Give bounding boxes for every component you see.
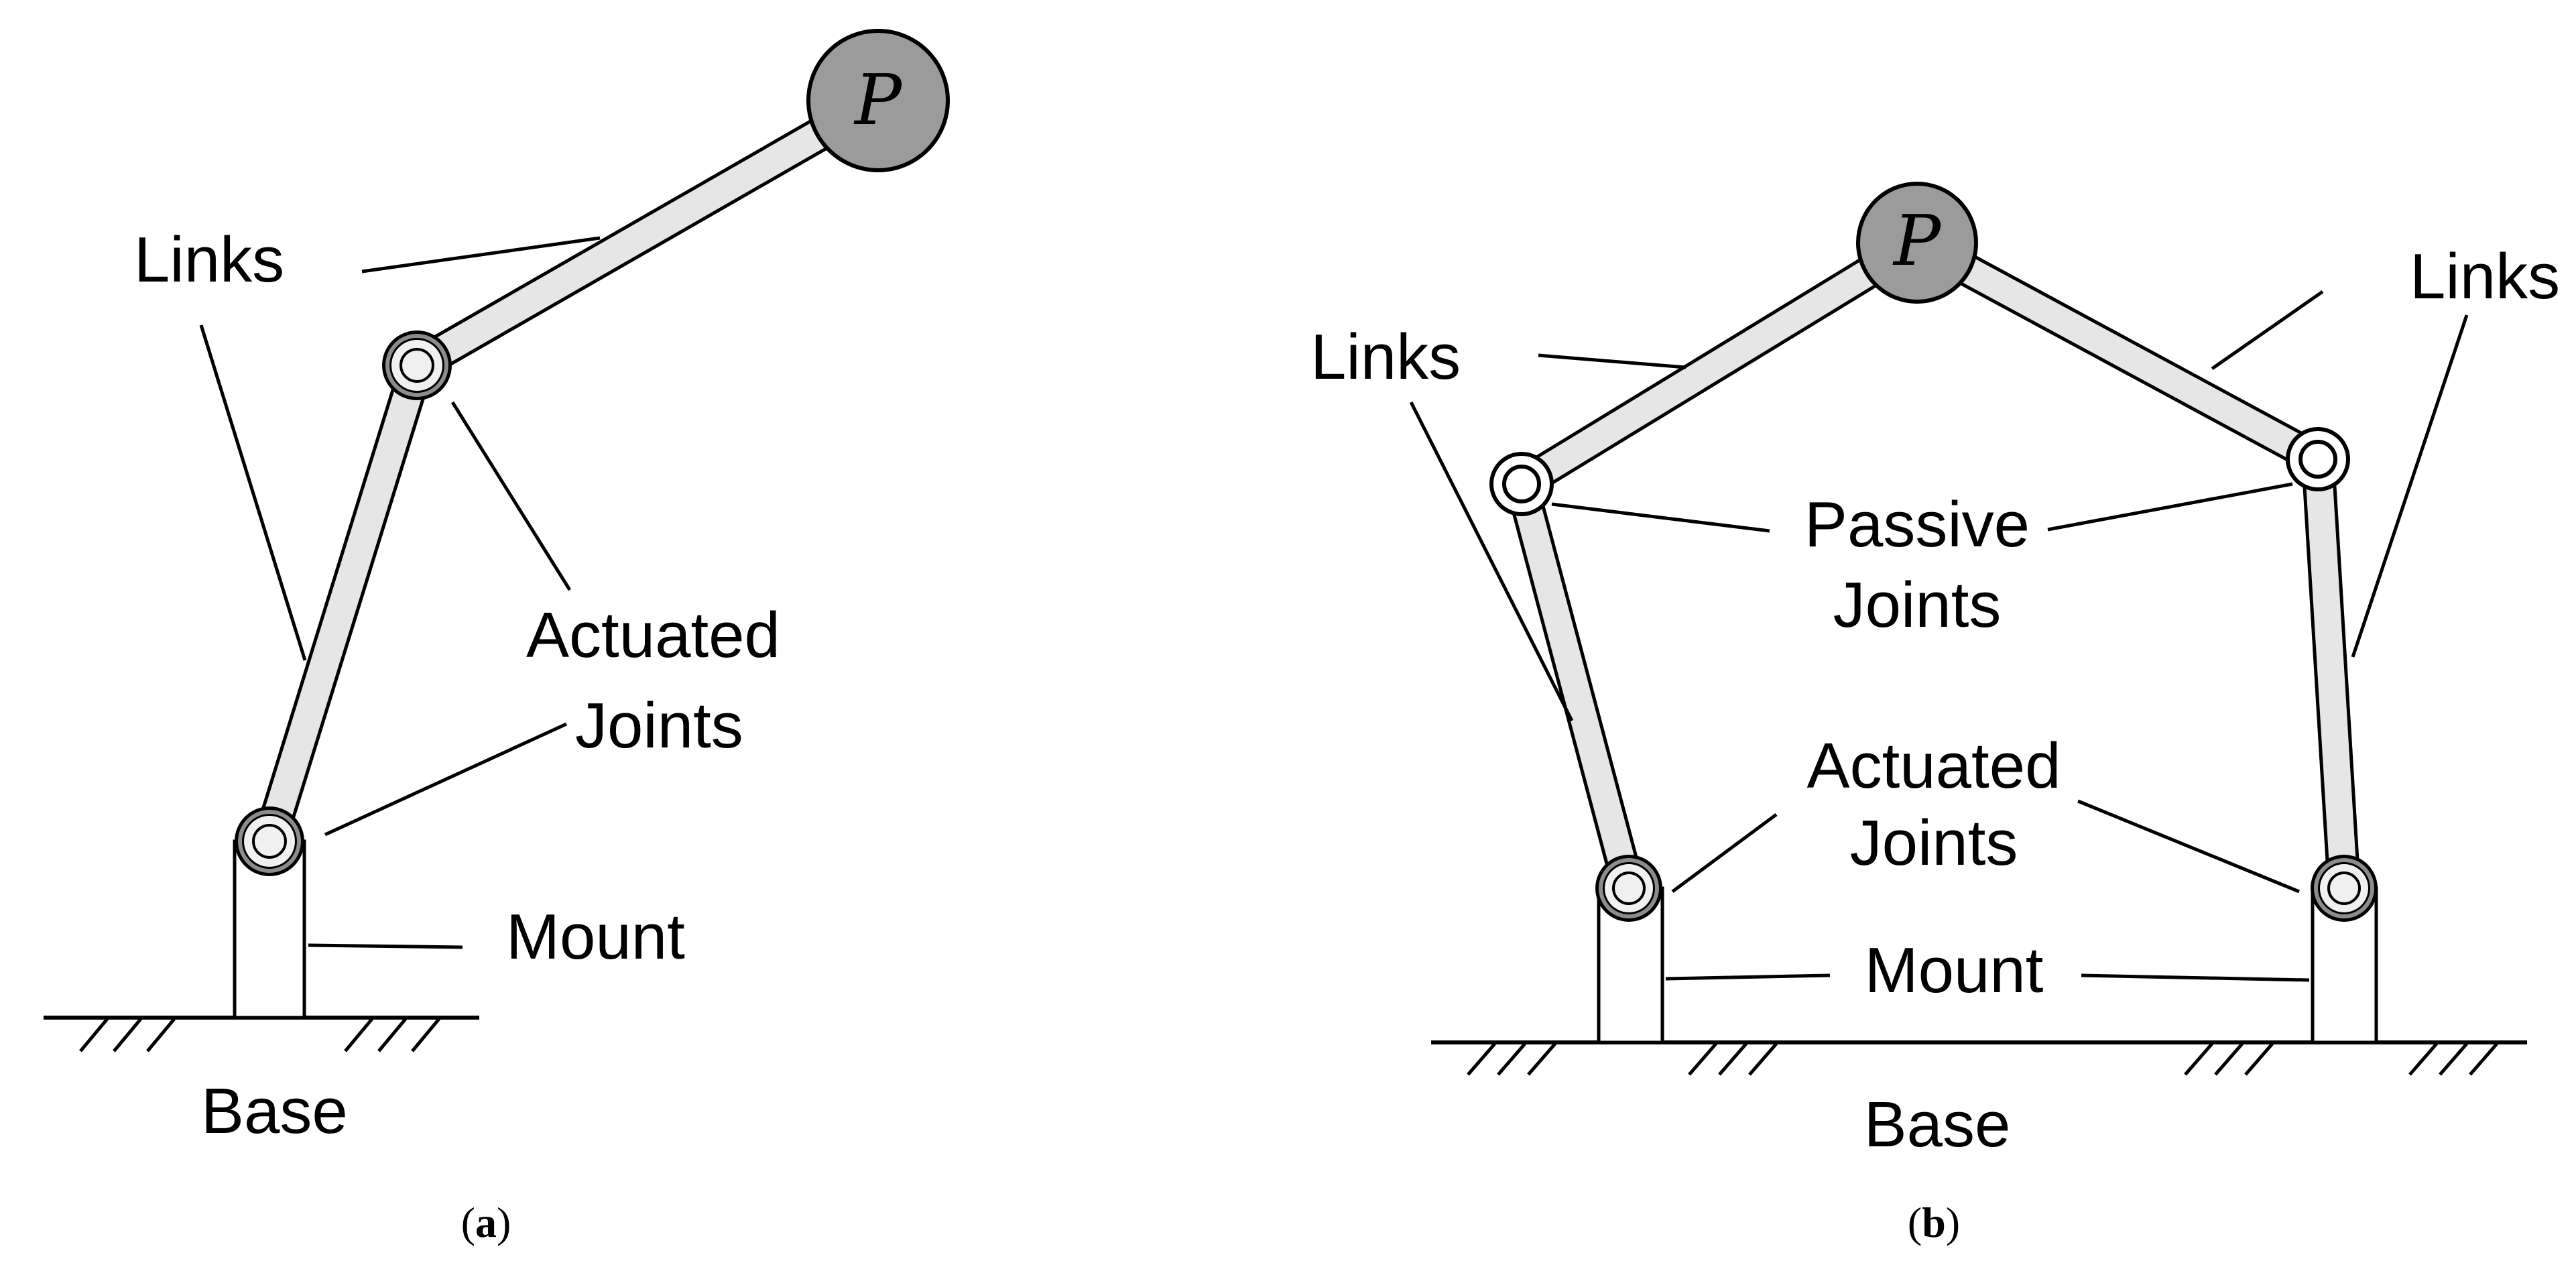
- panel-a-actuated-joint-base: [235, 806, 304, 876]
- panel-b-ground-hatch-4: [2408, 1042, 2498, 1076]
- panel-b-passive-joint-right: [2286, 427, 2350, 491]
- panel-b-label-actuated-line2: Joints: [1850, 807, 2018, 879]
- panel-b-leader-passive-right: [2047, 482, 2293, 532]
- panel-a-leader-actuated-elbow: [450, 401, 572, 591]
- panel-a-label-actuated-line1: Actuated: [526, 599, 780, 671]
- panel-a-leader-links-upper: [361, 236, 601, 274]
- panel-b-ground-hatch-2: [1688, 1042, 1778, 1076]
- panel-b-passive-joint-left: [1489, 452, 1554, 516]
- panel-b-label-passive-line2: Joints: [1833, 569, 2002, 641]
- panel-b-label-actuated-line1: Actuated: [1807, 730, 2061, 802]
- panel-a-endpoint-circle: [806, 29, 950, 172]
- panel-b-actuated-joint-right: [2311, 855, 2378, 922]
- panel-a-label-links: Links: [134, 224, 284, 296]
- panel-b-label-links-right: Links: [2410, 241, 2560, 312]
- panel-a-link-upper: [408, 85, 887, 381]
- panel-a-label-actuated-line2: Joints: [575, 690, 743, 762]
- panel-b-leader-links-right-upper: [2211, 290, 2324, 371]
- panel-a-label-mount: Mount: [506, 901, 685, 973]
- panel-a-leader-actuated-base: [324, 722, 568, 837]
- panel-a-serial-manipulator: P Links Actuated Joints Mount Base (a): [44, 29, 950, 1246]
- panel-b-leader-links-right-lower: [2351, 314, 2469, 658]
- panel-b-link-right-upper: [1909, 228, 2326, 474]
- panel-b-leader-passive-left: [1551, 502, 1770, 533]
- panel-b-leader-actuated-right: [2077, 799, 2300, 894]
- panel-a-leader-mount: [308, 943, 463, 949]
- panel-b-ground-hatch-3: [2184, 1042, 2274, 1076]
- panel-b-parallel-manipulator: P Links Links Passive Joints Actuated Jo…: [1310, 182, 2560, 1246]
- panel-a-actuated-joint-elbow: [382, 330, 452, 400]
- panel-a-caption: (a): [461, 1199, 511, 1246]
- panel-b-leader-actuated-left: [1671, 812, 1778, 894]
- panel-b-link-right-lower: [2301, 458, 2361, 890]
- panel-b-leader-links-left-lower: [1409, 401, 1574, 722]
- panel-b-label-passive-line1: Passive: [1804, 489, 2030, 560]
- panel-a-ground-hatch-right: [344, 1018, 440, 1052]
- panel-b-label-base: Base: [1864, 1089, 2011, 1160]
- panel-a-link-lower: [253, 360, 434, 847]
- panel-b-caption: (b): [1908, 1199, 1960, 1246]
- panel-a-label-base: Base: [201, 1075, 348, 1147]
- panel-a-ground-hatch-left: [79, 1018, 176, 1052]
- panel-b-label-links-left: Links: [1310, 321, 1461, 393]
- panel-a-endpoint-label: P: [853, 59, 903, 141]
- panel-b-endpoint-circle: [1856, 182, 1978, 304]
- panel-b-label-mount: Mount: [1865, 934, 2044, 1006]
- panel-b-endpoint-label: P: [1892, 200, 1942, 282]
- panel-b-leader-mount-right: [2081, 973, 2310, 982]
- panel-b-link-left-upper: [1512, 228, 1926, 499]
- panel-b-ground-hatch-1: [1467, 1042, 1556, 1076]
- panel-b-leader-mount-left: [1665, 973, 1831, 981]
- panel-b-leader-links-left-upper: [1538, 353, 1686, 369]
- panel-a-leader-links-lower: [199, 324, 307, 661]
- panel-b-link-left-lower: [1505, 479, 1646, 893]
- panel-b-actuated-joint-left: [1595, 855, 1662, 922]
